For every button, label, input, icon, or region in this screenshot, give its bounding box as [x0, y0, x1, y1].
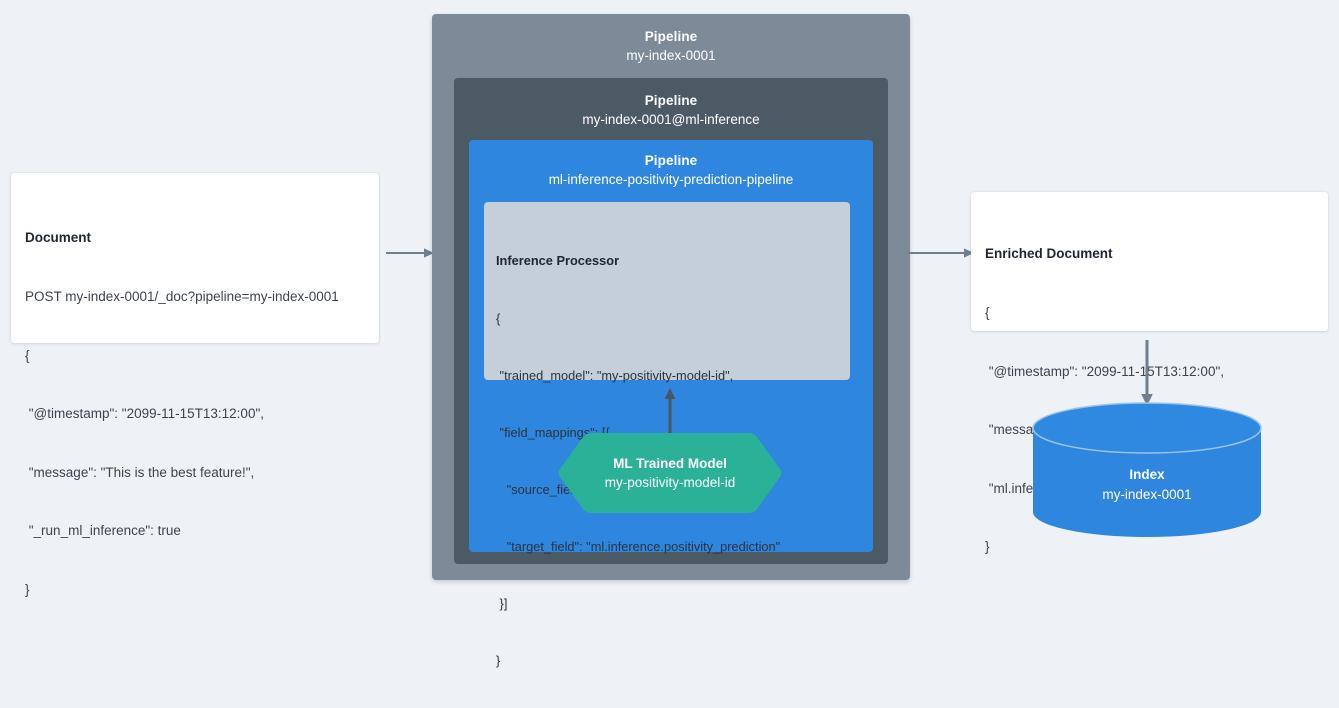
pipeline-middle-value: my-index-0001@ml-inference	[582, 112, 760, 127]
index-cylinder-node: Index my-index-0001	[1032, 402, 1262, 537]
processor-line-2: "field_mappings": [{	[496, 425, 610, 440]
pipeline-outer-label: Pipeline	[644, 29, 698, 44]
hexagon-icon	[558, 433, 782, 513]
arrow-model-to-processor-icon	[659, 388, 681, 436]
enriched-document-title: Enriched Document	[985, 246, 1113, 261]
enriched-document-line-0: {	[985, 305, 990, 320]
processor-line-0: {	[496, 311, 501, 326]
enriched-document-line-4: }	[985, 539, 990, 554]
ml-model-title: ML Trained Model	[613, 456, 727, 471]
document-line-0: POST my-index-0001/_doc?pipeline=my-inde…	[25, 289, 339, 304]
processor-line-1: "trained_model": "my-positivity-model-id…	[496, 368, 734, 383]
document-title: Document	[25, 230, 92, 245]
processor-line-6: }	[496, 653, 501, 668]
document-line-2: "@timestamp": "2099-11-15T13:12:00",	[25, 406, 264, 421]
document-line-5: }	[25, 581, 30, 597]
processor-title: Inference Processor	[496, 253, 620, 268]
document-card: Document POST my-index-0001/_doc?pipelin…	[11, 173, 379, 597]
arrow-pipeline-to-enriched-icon	[908, 243, 974, 263]
enriched-document-card: Enriched Document { "@timestamp": "2099-…	[971, 192, 1328, 554]
pipeline-inner-value: ml-inference-positivity-prediction-pipel…	[548, 172, 794, 187]
document-line-1: {	[25, 347, 30, 363]
pipeline-inner-label: Pipeline	[644, 153, 698, 168]
enriched-document-line-1: "@timestamp": "2099-11-15T13:12:00",	[985, 363, 1224, 379]
ml-model-value: my-positivity-model-id	[604, 475, 736, 490]
processor-line-4: "target_field": "ml.inference.positivity…	[496, 539, 781, 554]
diagram-canvas: Document POST my-index-0001/_doc?pipelin…	[11, 14, 1328, 668]
database-cylinder-icon	[1032, 402, 1262, 537]
arrow-document-to-pipeline-icon	[386, 243, 434, 263]
document-line-4: "_run_ml_inference": true	[25, 523, 181, 538]
inference-processor-card: Inference Processor { "trained_model": "…	[484, 202, 850, 668]
arrow-enriched-to-index-icon	[1136, 340, 1158, 406]
index-title: Index	[1129, 467, 1165, 482]
index-value: my-index-0001	[1102, 487, 1192, 502]
pipeline-middle-label: Pipeline	[644, 93, 698, 108]
pipeline-outer-value: my-index-0001	[626, 48, 716, 63]
document-line-3: "message": "This is the best feature!",	[25, 464, 255, 480]
ml-trained-model-node: ML Trained Model my-positivity-model-id	[556, 431, 784, 515]
